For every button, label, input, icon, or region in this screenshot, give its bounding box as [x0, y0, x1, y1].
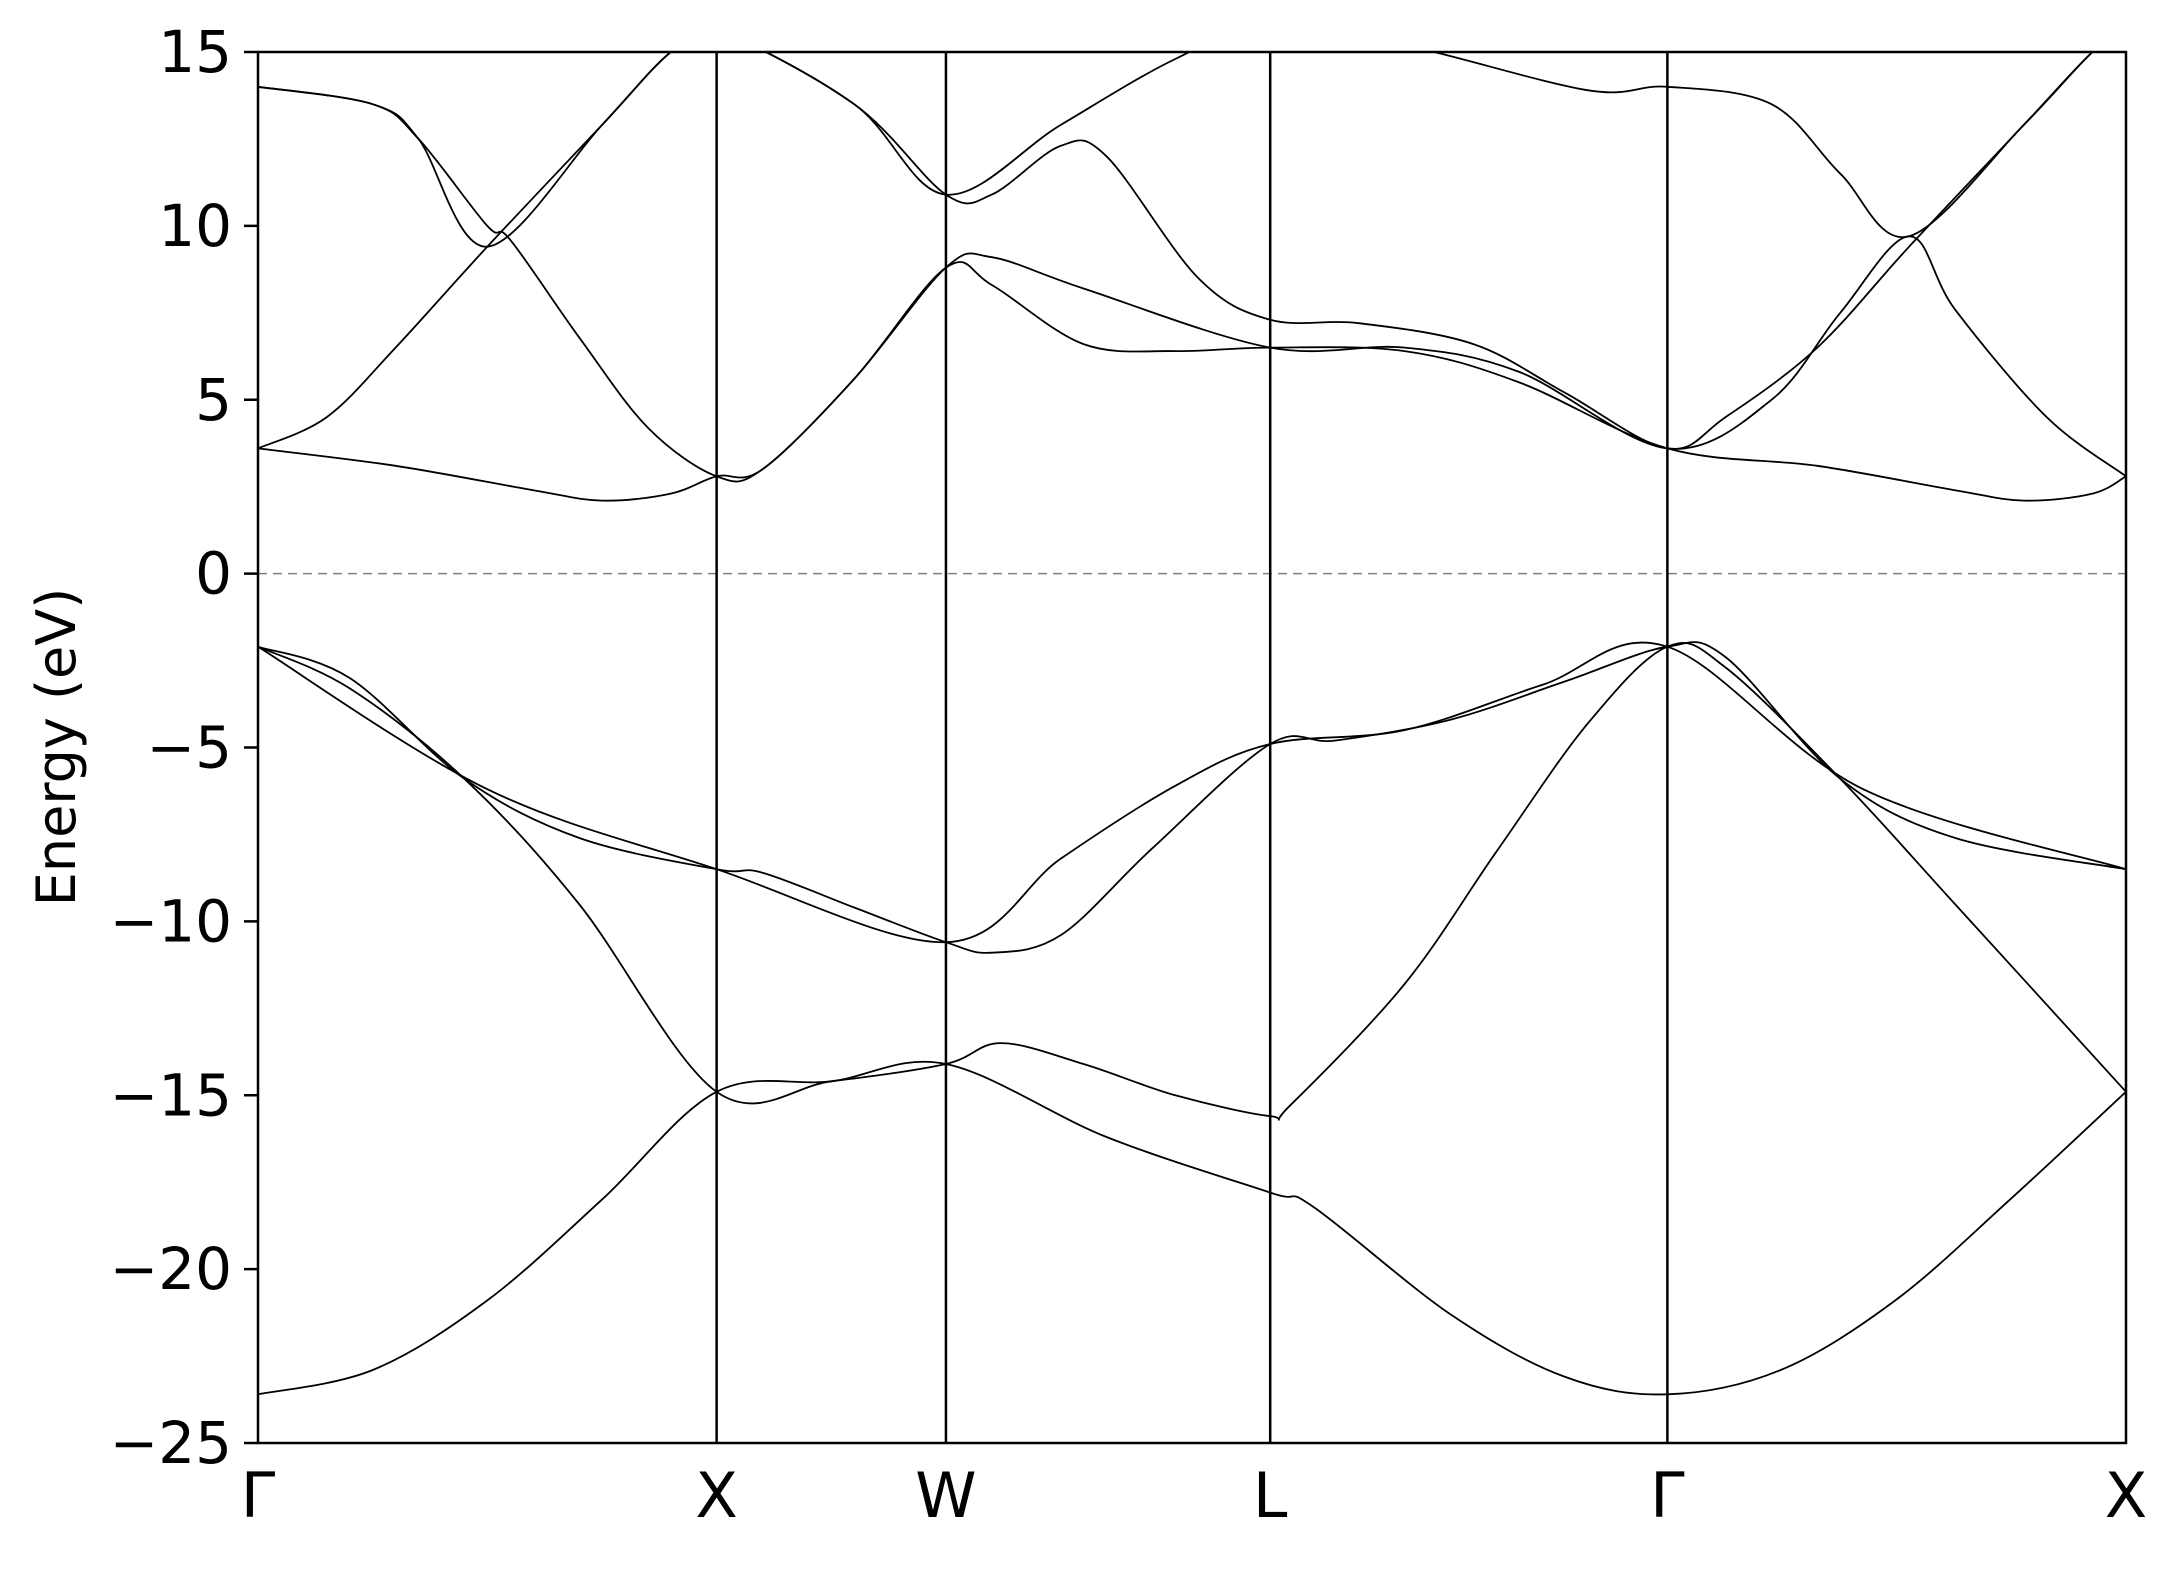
plot-frame [256, 50, 2128, 1445]
y-tick-label-8: −20 [110, 1235, 232, 1303]
y-tick-label-3: 5 [195, 366, 232, 434]
y-tick-label-9: −25 [110, 1409, 232, 1477]
bands-layer [258, 52, 2126, 1396]
band-line-1 [258, 1060, 2126, 1396]
y-ticks-layer: 15 10 5 0 −5 −10 −15 −20 −25 [110, 18, 258, 1477]
y-tick-label-6: −10 [110, 887, 232, 955]
band-line-7 [258, 85, 2126, 483]
band-line-2 [258, 642, 2126, 1121]
k-point-label-5: Γ [1650, 1459, 1685, 1532]
k-point-label-3: W [915, 1459, 976, 1532]
k-point-lines-layer [715, 52, 1669, 1443]
band-line-3 [258, 641, 2126, 954]
k-point-label-6: X [2105, 1459, 2147, 1532]
y-tick-label-4: 0 [195, 540, 232, 608]
band-line-8 [258, 52, 2094, 248]
y-tick-label-1: 15 [158, 18, 232, 86]
y-axis-label: Energy (eV) [25, 588, 88, 907]
band-line-4 [258, 641, 2126, 944]
k-point-label-4: L [1253, 1459, 1288, 1532]
k-point-label-2: X [695, 1459, 737, 1532]
y-tick-label-7: −15 [110, 1061, 232, 1129]
k-point-label-1: Γ [241, 1459, 276, 1532]
band-line-6 [258, 52, 2094, 450]
y-tick-label-2: 10 [158, 192, 232, 260]
y-tick-label-5: −5 [147, 714, 233, 782]
band-line-5 [258, 261, 2126, 502]
